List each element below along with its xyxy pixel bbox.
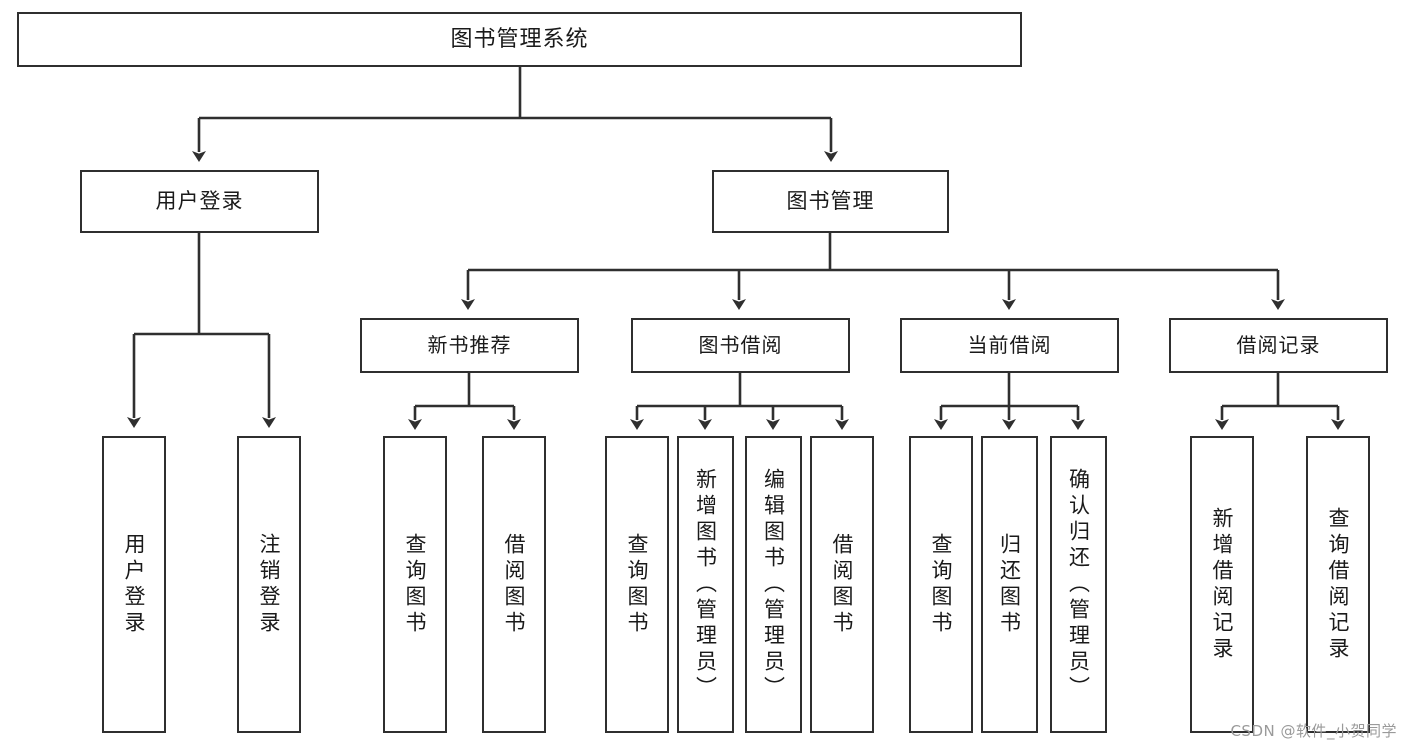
node-label: 归还图书 (997, 532, 1022, 637)
leaf-book-borrow-add[interactable]: 新增图书（管理员） (677, 436, 734, 733)
node-label: 新书推荐 (427, 332, 512, 357)
leaf-current-borrow-query[interactable]: 查询图书 (909, 436, 973, 733)
leaf-borrow-record-query[interactable]: 查询借阅记录 (1306, 436, 1370, 733)
node-current-borrow[interactable]: 当前借阅 (900, 318, 1119, 373)
leaf-user-login-logout[interactable]: 注销登录 (237, 436, 301, 733)
node-label: 图书借阅 (698, 332, 783, 357)
node-book-borrow[interactable]: 图书借阅 (631, 318, 850, 373)
node-user-login[interactable]: 用户登录 (80, 170, 319, 233)
node-label: 图书管理系统 (450, 26, 589, 52)
leaf-book-borrow-query[interactable]: 查询图书 (605, 436, 669, 733)
leaf-new-book-borrow[interactable]: 借阅图书 (482, 436, 546, 733)
node-label: 确认归还（管理员） (1066, 467, 1091, 702)
node-label: 当前借阅 (967, 332, 1052, 357)
leaf-new-book-query[interactable]: 查询图书 (383, 436, 447, 733)
node-root-system[interactable]: 图书管理系统 (17, 12, 1022, 67)
leaf-borrow-record-add[interactable]: 新增借阅记录 (1190, 436, 1254, 733)
node-new-book-recommend[interactable]: 新书推荐 (360, 318, 579, 373)
node-label: 编辑图书（管理员） (761, 467, 786, 702)
node-label: 新增图书（管理员） (693, 467, 718, 702)
node-label: 新增借阅记录 (1210, 506, 1235, 663)
leaf-user-login-login[interactable]: 用户登录 (102, 436, 166, 733)
node-label: 注销登录 (257, 532, 282, 637)
node-label: 用户登录 (122, 532, 147, 637)
node-label: 借阅图书 (502, 532, 527, 637)
node-label: 查询图书 (403, 532, 428, 637)
node-borrow-record[interactable]: 借阅记录 (1169, 318, 1388, 373)
node-label: 图书管理 (786, 189, 875, 214)
node-book-management[interactable]: 图书管理 (712, 170, 949, 233)
node-label: 借阅图书 (830, 532, 855, 637)
node-label: 查询图书 (929, 532, 954, 637)
node-label: 用户登录 (155, 189, 244, 214)
leaf-book-borrow-edit[interactable]: 编辑图书（管理员） (745, 436, 802, 733)
node-label: 查询借阅记录 (1326, 506, 1351, 663)
leaf-current-borrow-confirm-return[interactable]: 确认归还（管理员） (1050, 436, 1107, 733)
node-label: 查询图书 (625, 532, 650, 637)
leaf-book-borrow-borrow[interactable]: 借阅图书 (810, 436, 874, 733)
node-label: 借阅记录 (1236, 332, 1321, 357)
leaf-current-borrow-return[interactable]: 归还图书 (981, 436, 1038, 733)
